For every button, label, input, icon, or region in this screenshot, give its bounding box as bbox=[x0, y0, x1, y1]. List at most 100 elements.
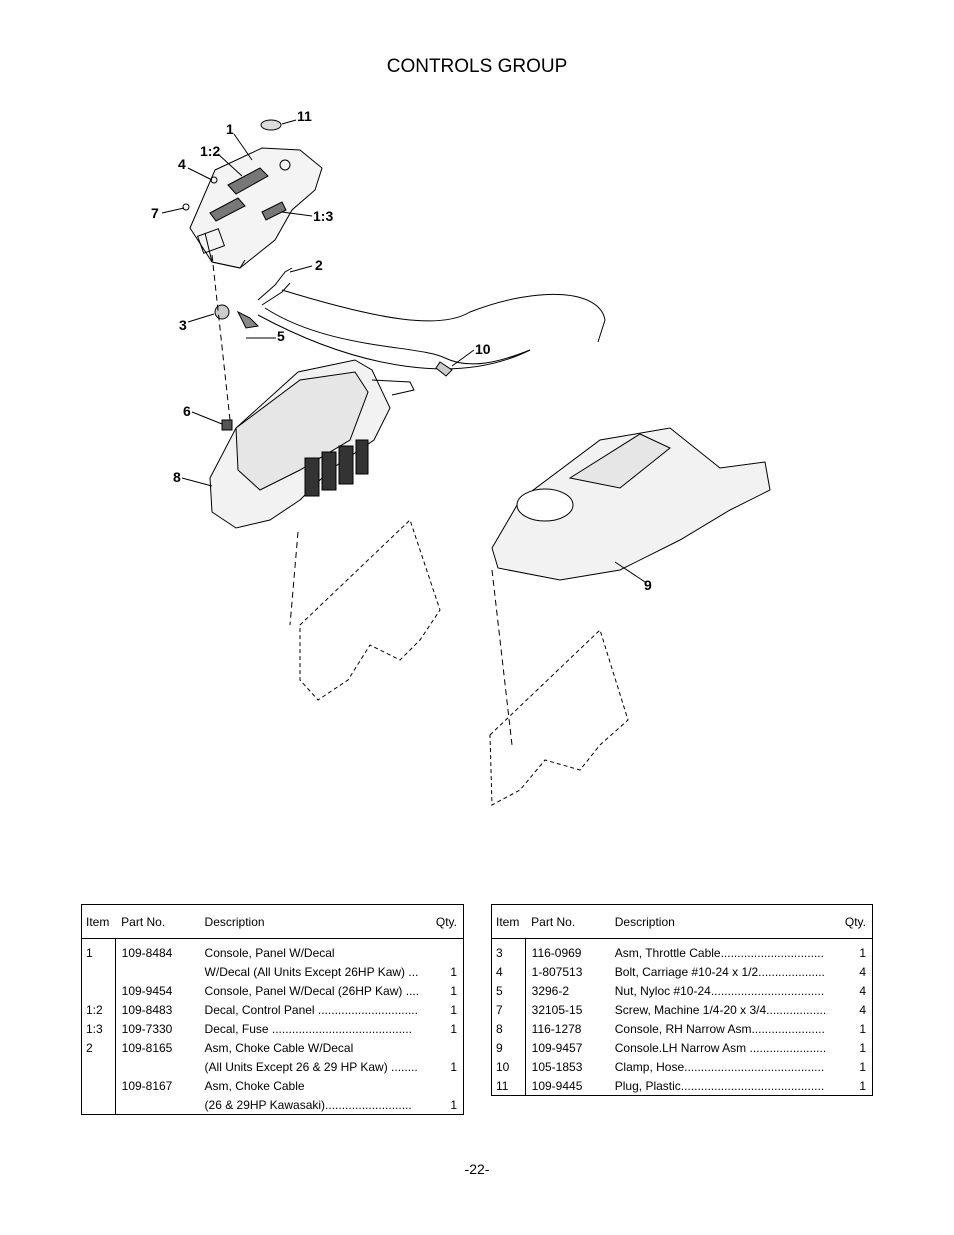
callout-item-9: 9 bbox=[644, 577, 652, 593]
cell-item: 11 bbox=[491, 1076, 526, 1096]
cell-qty: 4 bbox=[859, 983, 866, 998]
callout-item-10: 10 bbox=[475, 341, 491, 357]
cell-qty: 1 bbox=[450, 1097, 457, 1112]
parts-table-left: Item Part No. Description Qty. 1 109-8484… bbox=[81, 904, 464, 1115]
cell-qty: 1 bbox=[450, 964, 457, 979]
table-row: 3 116-0969 Asm, Throttle Cable............… bbox=[491, 938, 873, 962]
table-row: (All Units Except 26 & 29 HP Kaw) ......… bbox=[81, 1057, 464, 1076]
cell-item bbox=[81, 1095, 116, 1115]
callout-item-2: 2 bbox=[315, 257, 323, 273]
cell-description: Bolt, Carriage #10-24 x 1/2.............… bbox=[614, 964, 825, 979]
cell-description: Asm, Throttle Cable.....................… bbox=[614, 945, 824, 960]
cell-item: 3 bbox=[491, 938, 526, 962]
cell-part-no bbox=[115, 1057, 200, 1076]
control-panel-drawing bbox=[189, 147, 323, 269]
lh-console-drawing bbox=[491, 427, 771, 581]
exploded-parts-diagram: 1 11 1:2 4 7 1:3 2 3 5 10 6 8 9 bbox=[151, 108, 771, 806]
table-row: 4 1-807513 Bolt, Carriage #10-24 x 1/2....… bbox=[491, 962, 873, 981]
cell-part-no bbox=[115, 1095, 200, 1115]
cell-part-no: 109-8483 bbox=[121, 1002, 173, 1017]
cell-qty bbox=[432, 1076, 464, 1095]
cell-qty: 1 bbox=[859, 945, 866, 960]
cell-item: 8 bbox=[491, 1019, 526, 1038]
cell-qty: 1 bbox=[859, 1021, 866, 1036]
callout-item-3: 3 bbox=[179, 317, 187, 333]
cell-part-no: 1-807513 bbox=[531, 964, 583, 979]
cell-description: Console, Panel W/Decal bbox=[204, 945, 335, 960]
cell-part-no: 109-8165 bbox=[121, 1040, 173, 1055]
cell-item bbox=[81, 962, 116, 981]
cell-item bbox=[81, 1057, 116, 1076]
cell-description: Plug, Plastic...........................… bbox=[614, 1078, 825, 1093]
cell-qty: 4 bbox=[859, 964, 866, 979]
right-decal-panel-drawing bbox=[489, 629, 629, 806]
table-row: 2 109-8165 Asm, Choke Cable W/Decal bbox=[81, 1038, 464, 1057]
cell-description: (26 & 29HP Kawasaki)....................… bbox=[204, 1097, 412, 1112]
cell-item bbox=[81, 1076, 116, 1095]
cell-description: Screw, Machine 1/4-20 x 3/4.............… bbox=[614, 1002, 827, 1017]
col-header-part-no: Part No. bbox=[525, 904, 611, 939]
table-row: 109-9454 Console, Panel W/Decal (26HP Kaw… bbox=[81, 981, 464, 1000]
table-row: W/Decal (All Units Except 26HP Kaw) ...1 bbox=[81, 962, 464, 981]
cell-qty bbox=[432, 1038, 464, 1057]
cell-description: Console, Panel W/Decal (26HP Kaw) .... bbox=[204, 983, 420, 998]
cell-description: Console, RH Narrow Asm..................… bbox=[614, 1021, 825, 1036]
cell-part-no: 109-9454 bbox=[121, 983, 173, 998]
page-number: -22- bbox=[464, 1161, 490, 1177]
cell-qty: 1 bbox=[859, 1059, 866, 1074]
cell-item: 2 bbox=[81, 1038, 116, 1057]
cell-qty bbox=[432, 939, 464, 963]
cell-item: 4 bbox=[491, 962, 526, 981]
table-row: 5 3296-2 Nut, Nyloc #10-24................… bbox=[491, 981, 873, 1000]
callout-item-5: 5 bbox=[277, 328, 285, 344]
cell-part-no: 105-1853 bbox=[531, 1059, 583, 1074]
cell-description: (All Units Except 26 & 29 HP Kaw) ......… bbox=[204, 1059, 418, 1074]
col-header-part-no: Part No. bbox=[115, 904, 201, 939]
cell-qty: 4 bbox=[859, 1002, 866, 1017]
col-header-item: Item bbox=[81, 904, 116, 939]
cell-item bbox=[81, 981, 116, 1000]
callout-item-1-2: 1:2 bbox=[200, 143, 220, 159]
cell-qty: 1 bbox=[450, 1002, 457, 1017]
callout-item-7: 7 bbox=[151, 205, 159, 221]
cell-qty: 1 bbox=[859, 1040, 866, 1055]
cell-qty: 1 bbox=[450, 1021, 457, 1036]
cell-description: Asm, Choke Cable W/Decal bbox=[204, 1040, 354, 1055]
cell-part-no: 109-9457 bbox=[531, 1040, 583, 1055]
cell-description: Console.LH Narrow Asm ..................… bbox=[614, 1040, 827, 1055]
page-title: CONTROLS GROUP bbox=[386, 56, 568, 77]
cell-part-no: 32105-15 bbox=[531, 1002, 583, 1017]
cell-part-no: 3296-2 bbox=[531, 983, 570, 998]
cell-description: Clamp, Hose.............................… bbox=[614, 1059, 825, 1074]
plug-drawing bbox=[260, 119, 282, 131]
callout-labels: 1 11 1:2 4 7 1:3 2 3 5 10 6 8 9 bbox=[151, 108, 652, 593]
callout-item-11: 11 bbox=[297, 108, 312, 124]
col-header-qty: Qty. bbox=[431, 904, 464, 939]
cell-description: Nut, Nyloc #10-24.......................… bbox=[614, 983, 825, 998]
choke-cable-drawing bbox=[257, 267, 293, 306]
callout-item-1: 1 bbox=[226, 121, 234, 137]
cell-part-no bbox=[115, 962, 200, 981]
callout-item-8: 8 bbox=[173, 469, 181, 485]
cell-part-no: 116-0969 bbox=[531, 945, 582, 960]
col-header-qty: Qty. bbox=[840, 904, 873, 939]
col-header-description: Description bbox=[200, 904, 432, 939]
cell-item: 5 bbox=[491, 981, 526, 1000]
cell-description: Decal, Fuse ............................… bbox=[204, 1021, 412, 1036]
callout-item-1-3: 1:3 bbox=[313, 208, 333, 224]
left-decal-panel-drawing bbox=[299, 519, 441, 701]
cell-description: Asm, Choke Cable bbox=[204, 1078, 305, 1093]
cell-item: 1:2 bbox=[81, 1000, 116, 1019]
cell-part-no: 109-8484 bbox=[121, 945, 173, 960]
cell-qty: 1 bbox=[450, 1059, 457, 1074]
cell-item: 7 bbox=[491, 1000, 526, 1019]
col-header-description: Description bbox=[610, 904, 841, 939]
cell-part-no: 116-1278 bbox=[531, 1021, 582, 1036]
cell-part-no: 109-7330 bbox=[121, 1021, 173, 1036]
